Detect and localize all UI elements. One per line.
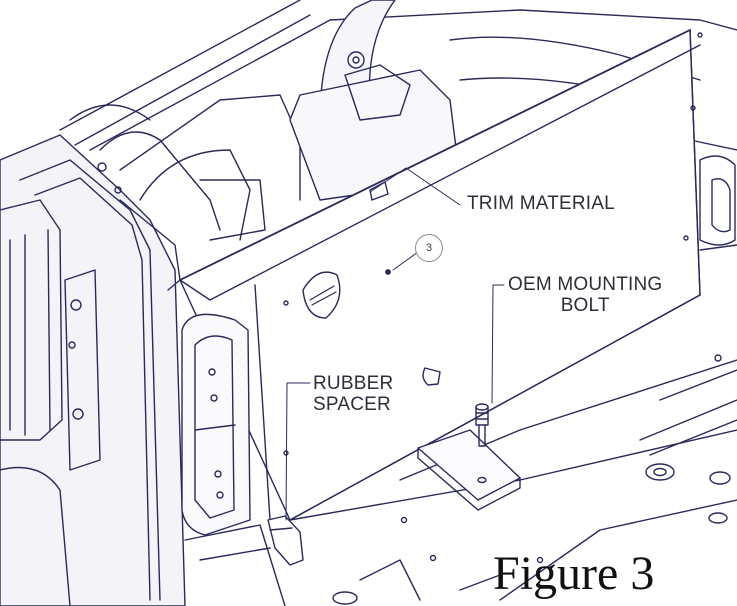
figure-title: Figure 3 <box>493 547 655 600</box>
mounting-bracket <box>417 429 521 511</box>
part-callout-3: 3 <box>415 234 443 262</box>
trim-material-label-text: TRIM MATERIAL <box>467 193 615 214</box>
oem-mounting-bolt-label-line1: OEM MOUNTING <box>508 274 663 295</box>
oem-mounting-bolt-label-line2: BOLT <box>560 295 610 316</box>
trim-material-label: TRIM MATERIAL <box>467 193 615 214</box>
oem-mounting-bolt-label: OEM MOUNTING BOLT <box>508 274 662 316</box>
rubber-spacer-label-line2: SPACER <box>313 394 391 415</box>
leader-lines <box>285 167 505 521</box>
rubber-spacer-label-line1: RUBBER <box>313 373 394 394</box>
bed-corner-housing <box>0 104 221 606</box>
rubber-spacer-label: RUBBER SPACER <box>313 373 393 415</box>
wheel-well-panel <box>181 313 251 536</box>
trim-panel <box>167 29 703 521</box>
oem-mounting-bolt-part <box>475 403 489 447</box>
rubber-spacer-part <box>267 515 304 566</box>
